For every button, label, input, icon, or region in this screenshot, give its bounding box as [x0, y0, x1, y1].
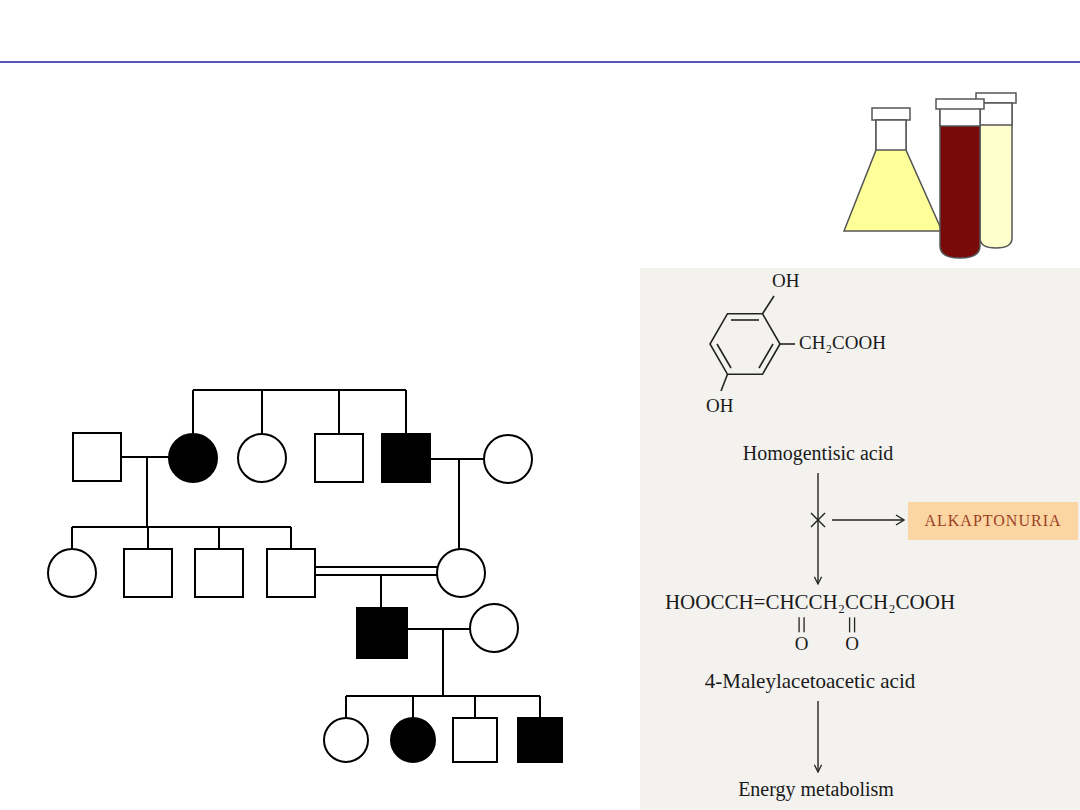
compound-label: HOOCCH=CHCCH₂CCH₂COOH 4-Maleylacetoacetic… [661, 588, 960, 695]
unaffected-male [267, 549, 315, 597]
node-text: Energy metabolism [738, 778, 894, 801]
unaffected-female [437, 549, 485, 597]
glassware-icon [844, 93, 1016, 258]
header-rule [0, 61, 1080, 63]
unaffected-female [48, 549, 96, 597]
carbonyl-oxygen: O [795, 633, 809, 655]
side-chain: CH₂COOH [799, 332, 886, 354]
node-text: 4-Maleylacetoacetic acid [705, 669, 915, 693]
unaffected-female [324, 718, 368, 762]
chemical-formula: HOOCCH=CHCCH₂CCH₂COOH [665, 590, 955, 614]
affected-female [169, 434, 217, 482]
hydroxyl-group: OH [772, 270, 799, 292]
unaffected-male [453, 718, 497, 762]
benzene-ring [710, 296, 795, 391]
node-text: ALKAPTONURIA [924, 512, 1061, 530]
disorder-box: ALKAPTONURIA [908, 502, 1078, 540]
hydroxyl-group: OH [706, 395, 733, 417]
pedigree-chart [48, 390, 562, 762]
unaffected-female [238, 434, 286, 482]
unaffected-male [195, 549, 243, 597]
reaction-arrow [817, 473, 818, 584]
carbonyl-bonds [799, 617, 855, 632]
node-text: Homogentisic acid [743, 442, 894, 465]
unaffected-female [484, 435, 532, 483]
textbook-panel [640, 268, 1080, 810]
affected-male [357, 608, 407, 658]
affected-male [518, 718, 562, 762]
compound-label: Homogentisic acid [739, 440, 898, 467]
carbonyl-oxygen: O [845, 633, 859, 655]
unaffected-male [124, 549, 172, 597]
unaffected-female [470, 604, 518, 652]
affected-male [382, 434, 430, 482]
affected-female [391, 718, 435, 762]
reaction-arrow [817, 701, 818, 772]
pathway-end-label: Energy metabolism [734, 776, 898, 803]
unaffected-male [73, 433, 121, 481]
block-arrow [811, 513, 904, 527]
unaffected-male [315, 434, 363, 482]
